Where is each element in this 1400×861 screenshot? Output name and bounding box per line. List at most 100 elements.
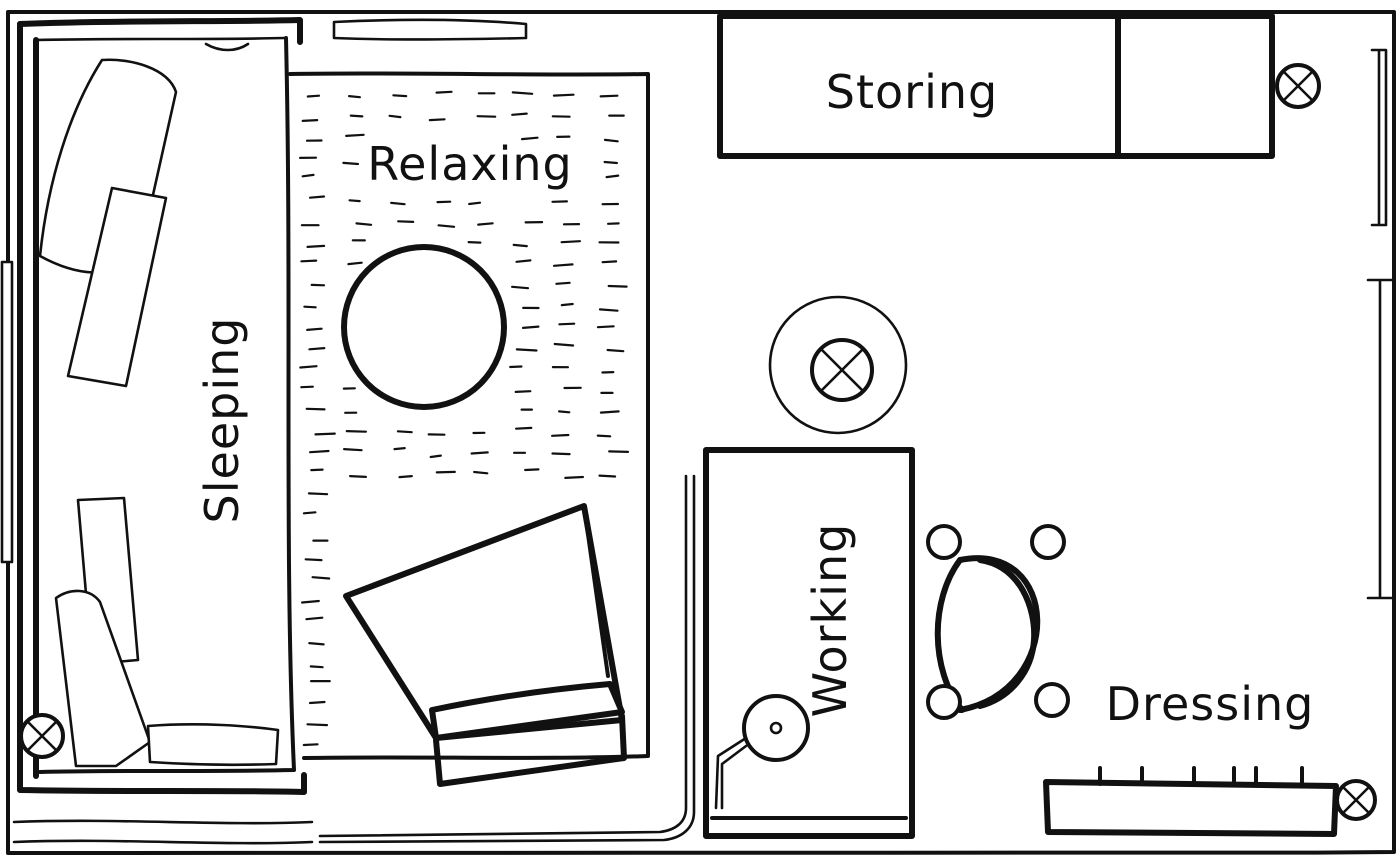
cable — [318, 474, 696, 844]
rug-dash — [309, 665, 324, 669]
rug-dash — [435, 470, 456, 474]
rug-dash — [555, 281, 571, 285]
rug-dash — [514, 390, 532, 393]
rug-dash — [305, 616, 324, 621]
rug-dash — [299, 365, 318, 369]
rug — [288, 71, 650, 760]
lamp-icon — [714, 694, 810, 810]
rug-dash — [564, 475, 584, 479]
rug-dash — [558, 410, 571, 414]
rug-dash — [524, 468, 540, 472]
rug-dash — [437, 224, 456, 228]
round-table-icon — [341, 244, 507, 410]
rug-dash — [603, 138, 619, 143]
rug-dash — [608, 450, 630, 453]
rug-texture — [299, 90, 630, 747]
rug-dash — [308, 347, 326, 351]
top-door — [332, 18, 528, 41]
rug-dash — [607, 284, 628, 288]
rug-dash — [306, 94, 321, 98]
rug-dash — [515, 426, 533, 430]
desk: Working — [703, 447, 915, 839]
rug-dash — [599, 94, 619, 98]
rug-dash — [304, 558, 323, 562]
left-window — [0, 260, 14, 564]
rug-dash — [300, 259, 318, 263]
rug-dash — [601, 260, 618, 264]
rug-dash — [596, 325, 615, 329]
right-window-top — [1370, 48, 1388, 227]
outer-wall — [6, 9, 1396, 856]
rug-dash — [605, 174, 620, 179]
rug-dash — [551, 452, 571, 456]
bed: Sleeping — [17, 17, 307, 795]
rug-dash — [552, 263, 574, 267]
rug-dash — [311, 576, 331, 580]
rug-dash — [307, 492, 329, 496]
pillow-icon-2 — [66, 186, 168, 388]
zone-label-relaxing: Relaxing — [367, 137, 573, 191]
rug-dash — [603, 160, 618, 165]
rug-dash — [511, 285, 530, 290]
rug-dash — [301, 599, 320, 604]
clothes-rail — [1043, 766, 1339, 837]
rug-dash — [308, 195, 326, 199]
hangers — [1098, 766, 1304, 786]
rug-dash — [302, 743, 319, 747]
rug-dash — [552, 93, 575, 97]
rug-dash — [303, 305, 317, 309]
storage-cabinet: Storing — [717, 13, 1275, 159]
rug-dash — [302, 511, 317, 515]
light-fixture-icon — [19, 713, 65, 759]
rug-dash — [470, 451, 489, 455]
rug-dash — [306, 723, 329, 727]
rug-dash — [560, 240, 581, 244]
rug-dash — [476, 115, 497, 118]
rug-dash — [301, 119, 319, 122]
rug-dash — [348, 95, 361, 99]
rug-dash — [397, 220, 415, 223]
rug-dash — [515, 348, 538, 352]
pillow-icon-4 — [54, 589, 152, 768]
rug-dash — [388, 114, 402, 119]
rug-dash — [553, 342, 575, 347]
light-fixture-icon-storing — [1275, 63, 1321, 109]
rug-dash — [511, 91, 534, 95]
chair-icon[interactable] — [926, 524, 1070, 720]
rug-dash — [347, 261, 363, 266]
rug-dash — [355, 222, 373, 226]
zone-label-sleeping: Sleeping — [195, 317, 249, 524]
rug-dash — [396, 430, 413, 434]
rug-dash — [520, 136, 539, 141]
rug-dash — [598, 474, 617, 478]
rug-dash — [343, 448, 363, 452]
rug-dash — [306, 327, 323, 331]
rug-dash — [606, 348, 625, 353]
rug-dash — [428, 118, 446, 122]
rug-dash — [596, 434, 612, 438]
rug-dash — [349, 475, 367, 478]
rug-dash — [477, 222, 494, 226]
rug-dash — [511, 112, 528, 116]
rug-dash — [512, 243, 528, 248]
rug-dash — [598, 308, 619, 312]
rug-dash — [390, 201, 406, 206]
light-fixture-icon-dressing — [1335, 779, 1377, 821]
rug-dash — [309, 449, 330, 454]
rug-dash — [521, 325, 540, 329]
rug-dash — [468, 201, 482, 206]
rug-dash — [473, 470, 489, 475]
rug-dash — [558, 322, 576, 326]
blanket-fold — [146, 723, 280, 767]
rug-dash — [599, 410, 620, 414]
rug-dash — [467, 241, 482, 244]
rug-dash — [429, 454, 442, 459]
rug-dash — [515, 259, 532, 263]
rug-dash — [345, 430, 367, 433]
rug-dash — [348, 199, 361, 203]
rug-dash — [310, 468, 324, 472]
rug-dash — [560, 302, 574, 307]
rug-dash — [305, 407, 326, 411]
rug-dash — [345, 133, 365, 137]
